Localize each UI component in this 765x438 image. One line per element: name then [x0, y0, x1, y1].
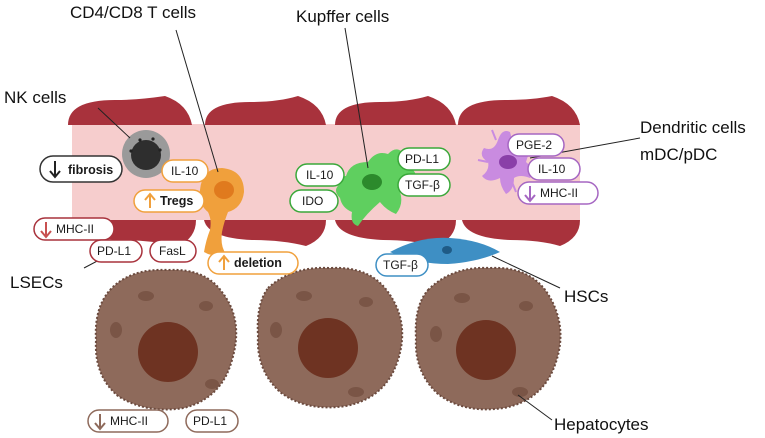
- svg-text:MHC-II: MHC-II: [56, 222, 94, 236]
- endothelial-cells-top: [68, 96, 580, 125]
- arrow-up-icon: [218, 254, 230, 270]
- endothelial-cells-bottom: [72, 220, 580, 246]
- endothelial-cell: [204, 220, 326, 246]
- endothelial-cell: [458, 96, 580, 125]
- label-kupffer-cells: Kupffer cells: [296, 7, 389, 26]
- hepatocyte-nucleus: [456, 320, 516, 380]
- endothelial-cell: [335, 96, 456, 125]
- pill-fasl: FasL: [149, 239, 197, 263]
- label-dendritic-subtypes: mDC/pDC: [640, 145, 717, 164]
- arrow-down-icon: [94, 414, 106, 431]
- hepatocyte-nucleus: [138, 322, 198, 382]
- nk-cell: [122, 130, 170, 178]
- arrow-up-icon: [144, 192, 156, 208]
- pill-kupffer-pdl1: PD-L1: [397, 147, 451, 171]
- pill-hsc-tgfb: TGF-β: [375, 253, 429, 277]
- svg-text:MHC-II: MHC-II: [540, 186, 578, 200]
- endothelial-cell: [68, 96, 192, 125]
- svg-text:deletion: deletion: [234, 256, 282, 270]
- label-hepatocytes: Hepatocytes: [554, 415, 649, 434]
- svg-text:IDO: IDO: [302, 194, 323, 208]
- pill-hep-pdl1: PD-L1: [185, 409, 239, 433]
- pill-kupffer-il10: IL-10: [295, 163, 345, 187]
- arrow-down-icon: [40, 222, 52, 239]
- label-dendritic-cells: Dendritic cells: [640, 118, 746, 137]
- hepatocytes: [94, 266, 562, 411]
- svg-text:IL-10: IL-10: [538, 162, 566, 176]
- svg-text:TGF-β: TGF-β: [383, 258, 418, 272]
- svg-text:PD-L1: PD-L1: [97, 244, 131, 258]
- pill-kupffer-ido: IDO: [289, 189, 339, 213]
- hepatocyte: [94, 268, 238, 411]
- svg-text:fibrosis: fibrosis: [68, 163, 113, 177]
- pill-lsec-pdl1: PD-L1: [89, 239, 143, 263]
- label-cd4-cd8-t-cells: CD4/CD8 T cells: [70, 3, 196, 22]
- kupffer-cell: [336, 149, 416, 226]
- label-nk-cells: NK cells: [4, 88, 66, 107]
- svg-text:Tregs: Tregs: [160, 194, 193, 208]
- arrow-down-icon: [49, 161, 61, 179]
- hepatocyte: [256, 266, 404, 409]
- svg-text:PD-L1: PD-L1: [405, 152, 439, 166]
- label-hscs: HSCs: [564, 287, 608, 306]
- pill-deletion: deletion: [207, 251, 299, 275]
- arrow-down-icon: [524, 186, 536, 203]
- pill-fibrosis: fibrosis: [39, 155, 123, 183]
- label-lsecs: LSECs: [10, 273, 63, 292]
- svg-text:MHC-II: MHC-II: [110, 414, 148, 428]
- pill-dc-pge2: PGE-2: [507, 133, 565, 157]
- svg-text:IL-10: IL-10: [171, 164, 199, 178]
- svg-text:FasL: FasL: [159, 244, 186, 258]
- pill-tcell-il10: IL-10: [161, 159, 209, 183]
- pill-lsec-mhc: MHC-II: [33, 217, 115, 241]
- svg-text:TGF-β: TGF-β: [405, 178, 440, 192]
- endothelial-cell: [205, 96, 326, 125]
- pill-dc-mhc: MHC-II: [517, 181, 599, 205]
- t-cell: [199, 168, 244, 256]
- pill-tregs: Tregs: [133, 189, 205, 213]
- svg-text:IL-10: IL-10: [306, 168, 334, 182]
- pill-dc-il10: IL-10: [527, 157, 581, 181]
- endothelial-cell: [462, 220, 580, 246]
- pill-hep-mhc: MHC-II: [87, 409, 169, 433]
- svg-text:PGE-2: PGE-2: [516, 138, 552, 152]
- hepatocyte: [414, 266, 562, 411]
- hepatocyte-nucleus: [298, 318, 358, 378]
- svg-text:PD-L1: PD-L1: [193, 414, 227, 428]
- pill-kupffer-tgfb: TGF-β: [397, 173, 451, 197]
